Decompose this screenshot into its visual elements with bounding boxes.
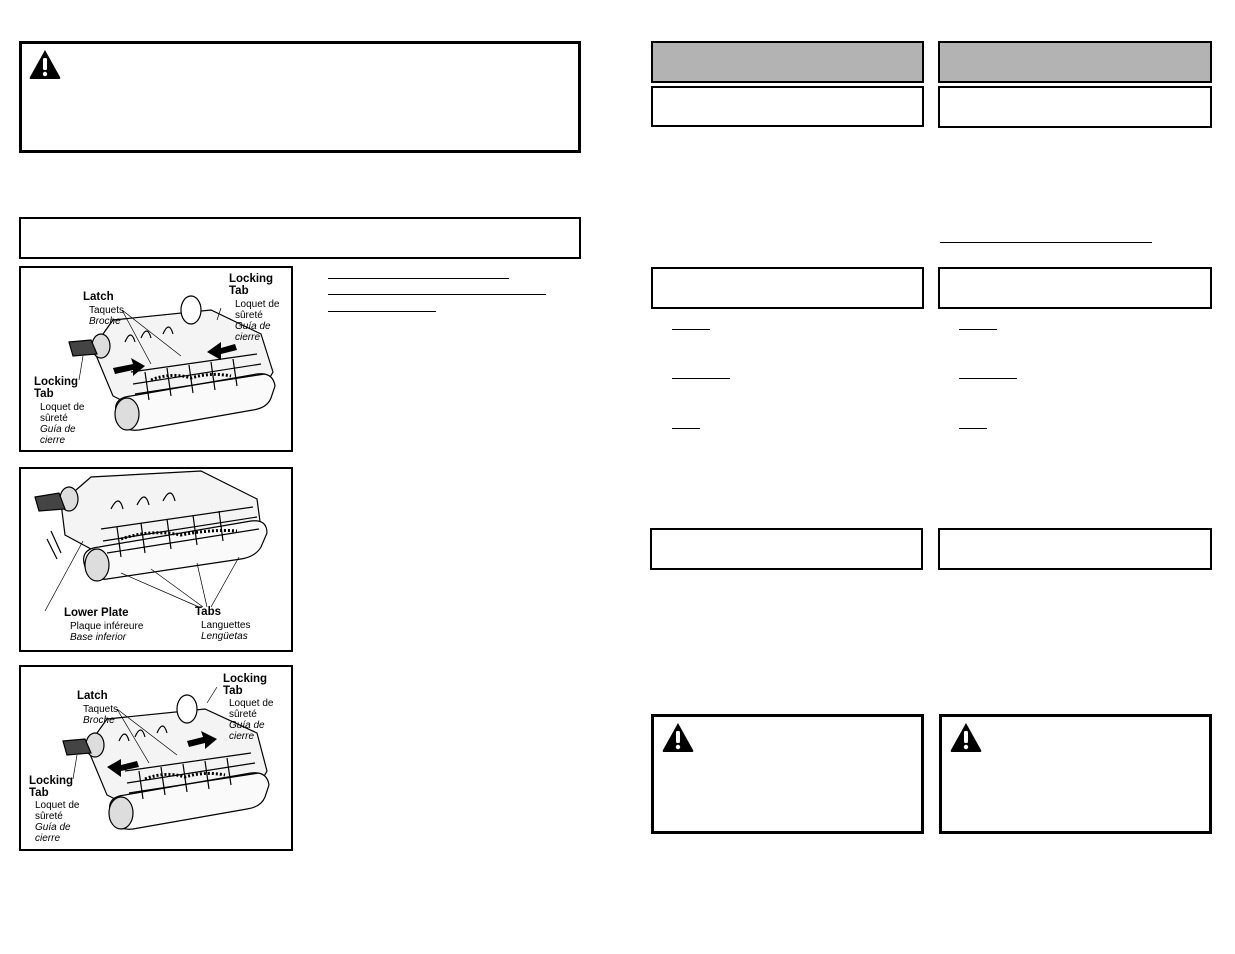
figure-lower-plate: Lower Plate Plaque inféreure Base inferi… xyxy=(19,467,293,652)
text-underline xyxy=(672,329,710,330)
latch-label: Latch xyxy=(83,291,114,303)
figure-latch-unlock: Latch Taquets Broche Locking Tab Loquet … xyxy=(19,266,293,452)
locking-tab-left-label: Locking xyxy=(34,376,79,388)
text-underline xyxy=(672,378,730,379)
section-box-col-a-1 xyxy=(651,267,924,309)
subheader-box-col-a xyxy=(651,86,924,127)
latch-label-fr: Taquets xyxy=(83,704,119,715)
locking-tab-right-label: Locking xyxy=(229,273,274,285)
text-underline xyxy=(328,278,509,279)
nozzle-illustration xyxy=(62,686,270,830)
locking-tab-left-label: Locking xyxy=(29,775,74,787)
tabs-label: Tabs xyxy=(195,606,221,618)
loquet-right-label: sûreté xyxy=(235,310,263,321)
text-underline xyxy=(940,242,1152,243)
warning-box-top xyxy=(19,41,581,153)
tabs-label-es: Lengüetas xyxy=(201,631,248,642)
locking-tab-right-label: Tab xyxy=(223,685,243,697)
section-box-col-b-2 xyxy=(938,528,1212,570)
loquet-right-label: sûreté xyxy=(229,709,257,720)
locking-tab-right-label: Locking xyxy=(223,673,268,685)
warning-box-col-a xyxy=(651,714,924,834)
guia-left-label: Guía de xyxy=(35,822,71,833)
loquet-right-label: Loquet de xyxy=(235,299,280,310)
locking-tab-left-label: Tab xyxy=(29,787,49,799)
latch-label-fr: Taquets xyxy=(89,305,125,316)
header-bar-col-b xyxy=(938,41,1212,83)
section-heading-box-left xyxy=(19,217,581,259)
text-underline xyxy=(328,294,546,295)
latch-label-es: Broche xyxy=(89,316,121,327)
figure-latch-lock: Latch Taquets Broche Locking Tab Loquet … xyxy=(19,665,293,851)
lower-plate-label: Lower Plate xyxy=(64,607,129,619)
loquet-left-label: sûreté xyxy=(40,413,68,424)
subheader-box-col-b xyxy=(938,86,1212,128)
guia-right-label: cierre xyxy=(229,731,255,742)
nozzle-illustration xyxy=(68,295,276,431)
lower-plate-label-es: Base inferior xyxy=(70,632,127,643)
guia-right-label: Guía de xyxy=(229,720,265,731)
warning-triangle-icon xyxy=(29,50,61,79)
nozzle-illustration xyxy=(34,470,268,612)
loquet-left-label: sûreté xyxy=(35,811,63,822)
guia-right-label: Guía de xyxy=(235,321,271,332)
loquet-right-label: Loquet de xyxy=(229,698,274,709)
guia-left-label: cierre xyxy=(35,833,61,844)
section-box-col-a-2 xyxy=(650,528,923,570)
header-bar-col-a xyxy=(651,41,924,83)
warning-box-col-b xyxy=(939,714,1212,834)
locking-tab-left-label: Tab xyxy=(34,388,54,400)
text-underline xyxy=(959,378,1017,379)
loquet-left-label: Loquet de xyxy=(35,800,80,811)
text-underline xyxy=(959,428,987,429)
text-underline xyxy=(672,428,700,429)
loquet-left-label: Loquet de xyxy=(40,402,85,413)
locking-tab-right-label: Tab xyxy=(229,285,249,297)
warning-triangle-icon xyxy=(950,723,982,752)
section-box-col-b-1 xyxy=(938,267,1212,309)
text-underline xyxy=(328,311,436,312)
guia-right-label: cierre xyxy=(235,332,261,343)
tabs-label-fr: Languettes xyxy=(201,620,251,631)
warning-triangle-icon xyxy=(662,723,694,752)
guia-left-label: Guía de xyxy=(40,424,76,435)
latch-label-es: Broche xyxy=(83,715,115,726)
lower-plate-label-fr: Plaque inféreure xyxy=(70,621,144,632)
latch-label: Latch xyxy=(77,690,108,702)
text-underline xyxy=(959,329,997,330)
guia-left-label: cierre xyxy=(40,435,66,446)
